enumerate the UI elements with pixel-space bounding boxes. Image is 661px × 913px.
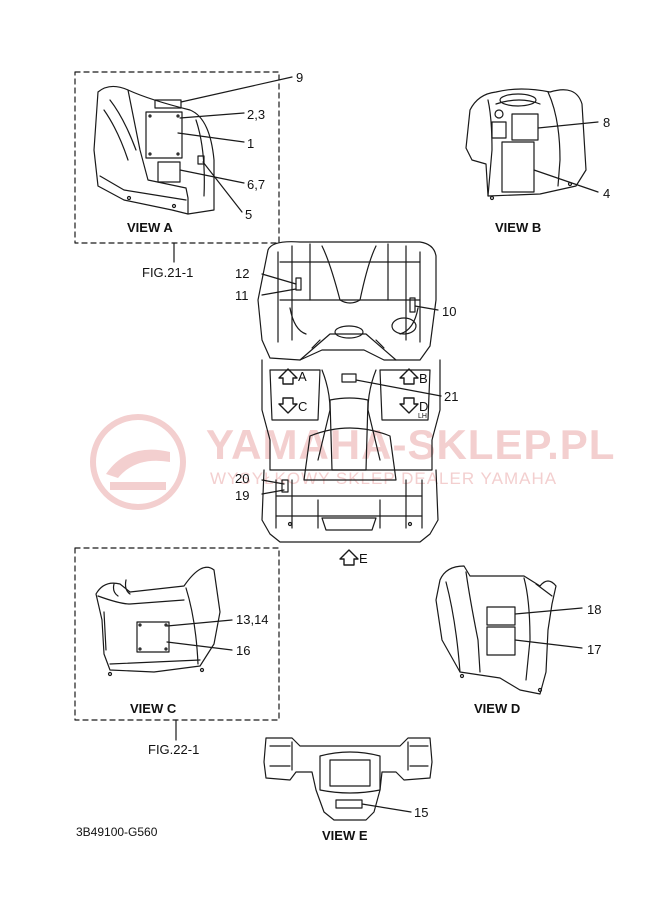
view-e-decal bbox=[335, 799, 363, 809]
watermark-brand: YAMAHA-SKLEP.PL bbox=[206, 421, 616, 468]
view-a-frame bbox=[74, 71, 280, 244]
view-c-decal bbox=[136, 621, 170, 653]
arrow-d-icon bbox=[399, 397, 419, 414]
atv-front-fender bbox=[257, 241, 437, 361]
view-a-label: VIEW A bbox=[127, 220, 173, 235]
callout-21: 21 bbox=[444, 389, 459, 404]
lh-mark: LH bbox=[418, 413, 427, 420]
arrow-a-icon bbox=[278, 368, 298, 385]
view-d-label: VIEW D bbox=[474, 701, 521, 716]
arrow-e-label: E bbox=[359, 551, 368, 566]
callout-10: 10 bbox=[442, 304, 457, 319]
atv-seat bbox=[329, 397, 369, 471]
callout-17: 17 bbox=[587, 642, 602, 657]
atv-fuel-cap-decal bbox=[341, 373, 357, 383]
callout-11: 11 bbox=[235, 288, 249, 303]
view-e-drawing bbox=[263, 737, 433, 821]
view-c-fender bbox=[95, 566, 221, 673]
fig-ref-lower: FIG.22-1 bbox=[148, 742, 200, 757]
callout-5: 5 bbox=[245, 207, 253, 222]
arrow-d-label: D bbox=[419, 399, 429, 414]
callout-16: 16 bbox=[236, 643, 251, 658]
callout-6-7: 6,7 bbox=[247, 177, 266, 192]
atv-rear-rack bbox=[261, 469, 439, 543]
callout-2-3: 2,3 bbox=[247, 107, 266, 122]
arrow-b-label: B bbox=[419, 371, 428, 386]
arrow-a-label: A bbox=[298, 369, 307, 384]
view-b-decal-upper bbox=[511, 113, 539, 141]
drawing-code: 3B49100-G560 bbox=[76, 825, 158, 839]
view-c-frame bbox=[74, 547, 280, 721]
view-c-label: VIEW C bbox=[130, 701, 177, 716]
callout-19: 19 bbox=[235, 488, 250, 503]
callout-18: 18 bbox=[587, 602, 602, 617]
view-b-decal-lower bbox=[501, 141, 535, 193]
view-d-decal-upper bbox=[486, 606, 516, 626]
callout-13-14: 13,14 bbox=[236, 612, 269, 627]
view-a-body-right bbox=[127, 89, 215, 215]
view-c-drawing bbox=[74, 547, 280, 741]
arrow-e-icon bbox=[339, 549, 359, 566]
view-a-decal-large bbox=[145, 111, 183, 159]
view-e-label: VIEW E bbox=[322, 828, 368, 843]
callout-15: 15 bbox=[414, 805, 429, 820]
view-b-fender bbox=[465, 88, 587, 197]
callout-20: 20 bbox=[235, 471, 250, 486]
view-a-drawing bbox=[74, 71, 293, 263]
callout-8: 8 bbox=[603, 115, 611, 130]
fig-ref-upper: FIG.21-1 bbox=[142, 265, 194, 280]
view-d-drawing bbox=[435, 565, 583, 695]
view-b-drawing bbox=[465, 88, 599, 201]
callout-1: 1 bbox=[247, 136, 255, 151]
view-d-decal-lower bbox=[486, 626, 516, 656]
arrow-c-icon bbox=[278, 397, 298, 414]
watermark-tagline: WYSYŁKOWY SKLEP DEALER YAMAHA bbox=[210, 469, 558, 488]
view-d-fender bbox=[435, 565, 557, 695]
arrow-c-label: C bbox=[298, 399, 308, 414]
callout-4: 4 bbox=[603, 186, 611, 201]
view-b-label: VIEW B bbox=[495, 220, 542, 235]
view-arrows bbox=[278, 368, 419, 566]
arrow-b-icon bbox=[399, 368, 419, 385]
atv-top-view bbox=[257, 241, 442, 543]
callout-12: 12 bbox=[235, 266, 250, 281]
callout-9: 9 bbox=[296, 70, 304, 85]
watermark-logo bbox=[90, 414, 186, 510]
